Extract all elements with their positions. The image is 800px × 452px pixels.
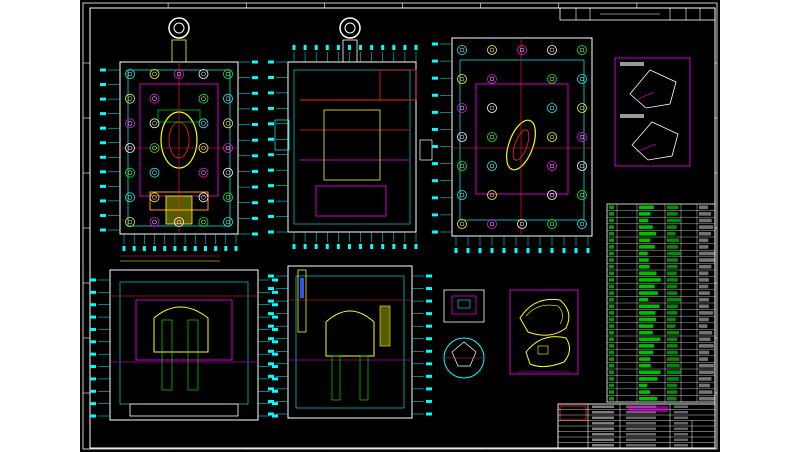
pin-holes-left [125,69,233,227]
cad-drawing-sheet [80,0,720,452]
dimension-lines-bottom-middle [268,274,432,416]
company-logo-box [559,405,587,421]
pin-holes-right [457,45,587,229]
top-right-plan-view [432,37,593,253]
part-isometric-view [509,289,579,375]
cad-drawing-canvas [82,2,718,450]
dimension-lines-bottom-left [90,278,278,418]
bill-of-materials-table [606,203,716,403]
top-middle-side-view [268,17,433,249]
dimension-lines-left [100,60,258,251]
lifting-eye-ring-2 [339,17,361,39]
title-block [557,403,716,449]
outer-frame [82,2,718,450]
dimension-lines-right [432,42,590,253]
lifting-eye-ring [168,17,190,39]
bottom-left-section-view [90,255,278,421]
title-strip-top [559,7,716,21]
detail-views-small [443,289,485,379]
dimension-lines-middle [268,45,418,249]
top-left-plan-view [100,17,258,251]
cooling-detail-views [614,57,691,167]
bottom-middle-section-view [268,265,432,419]
